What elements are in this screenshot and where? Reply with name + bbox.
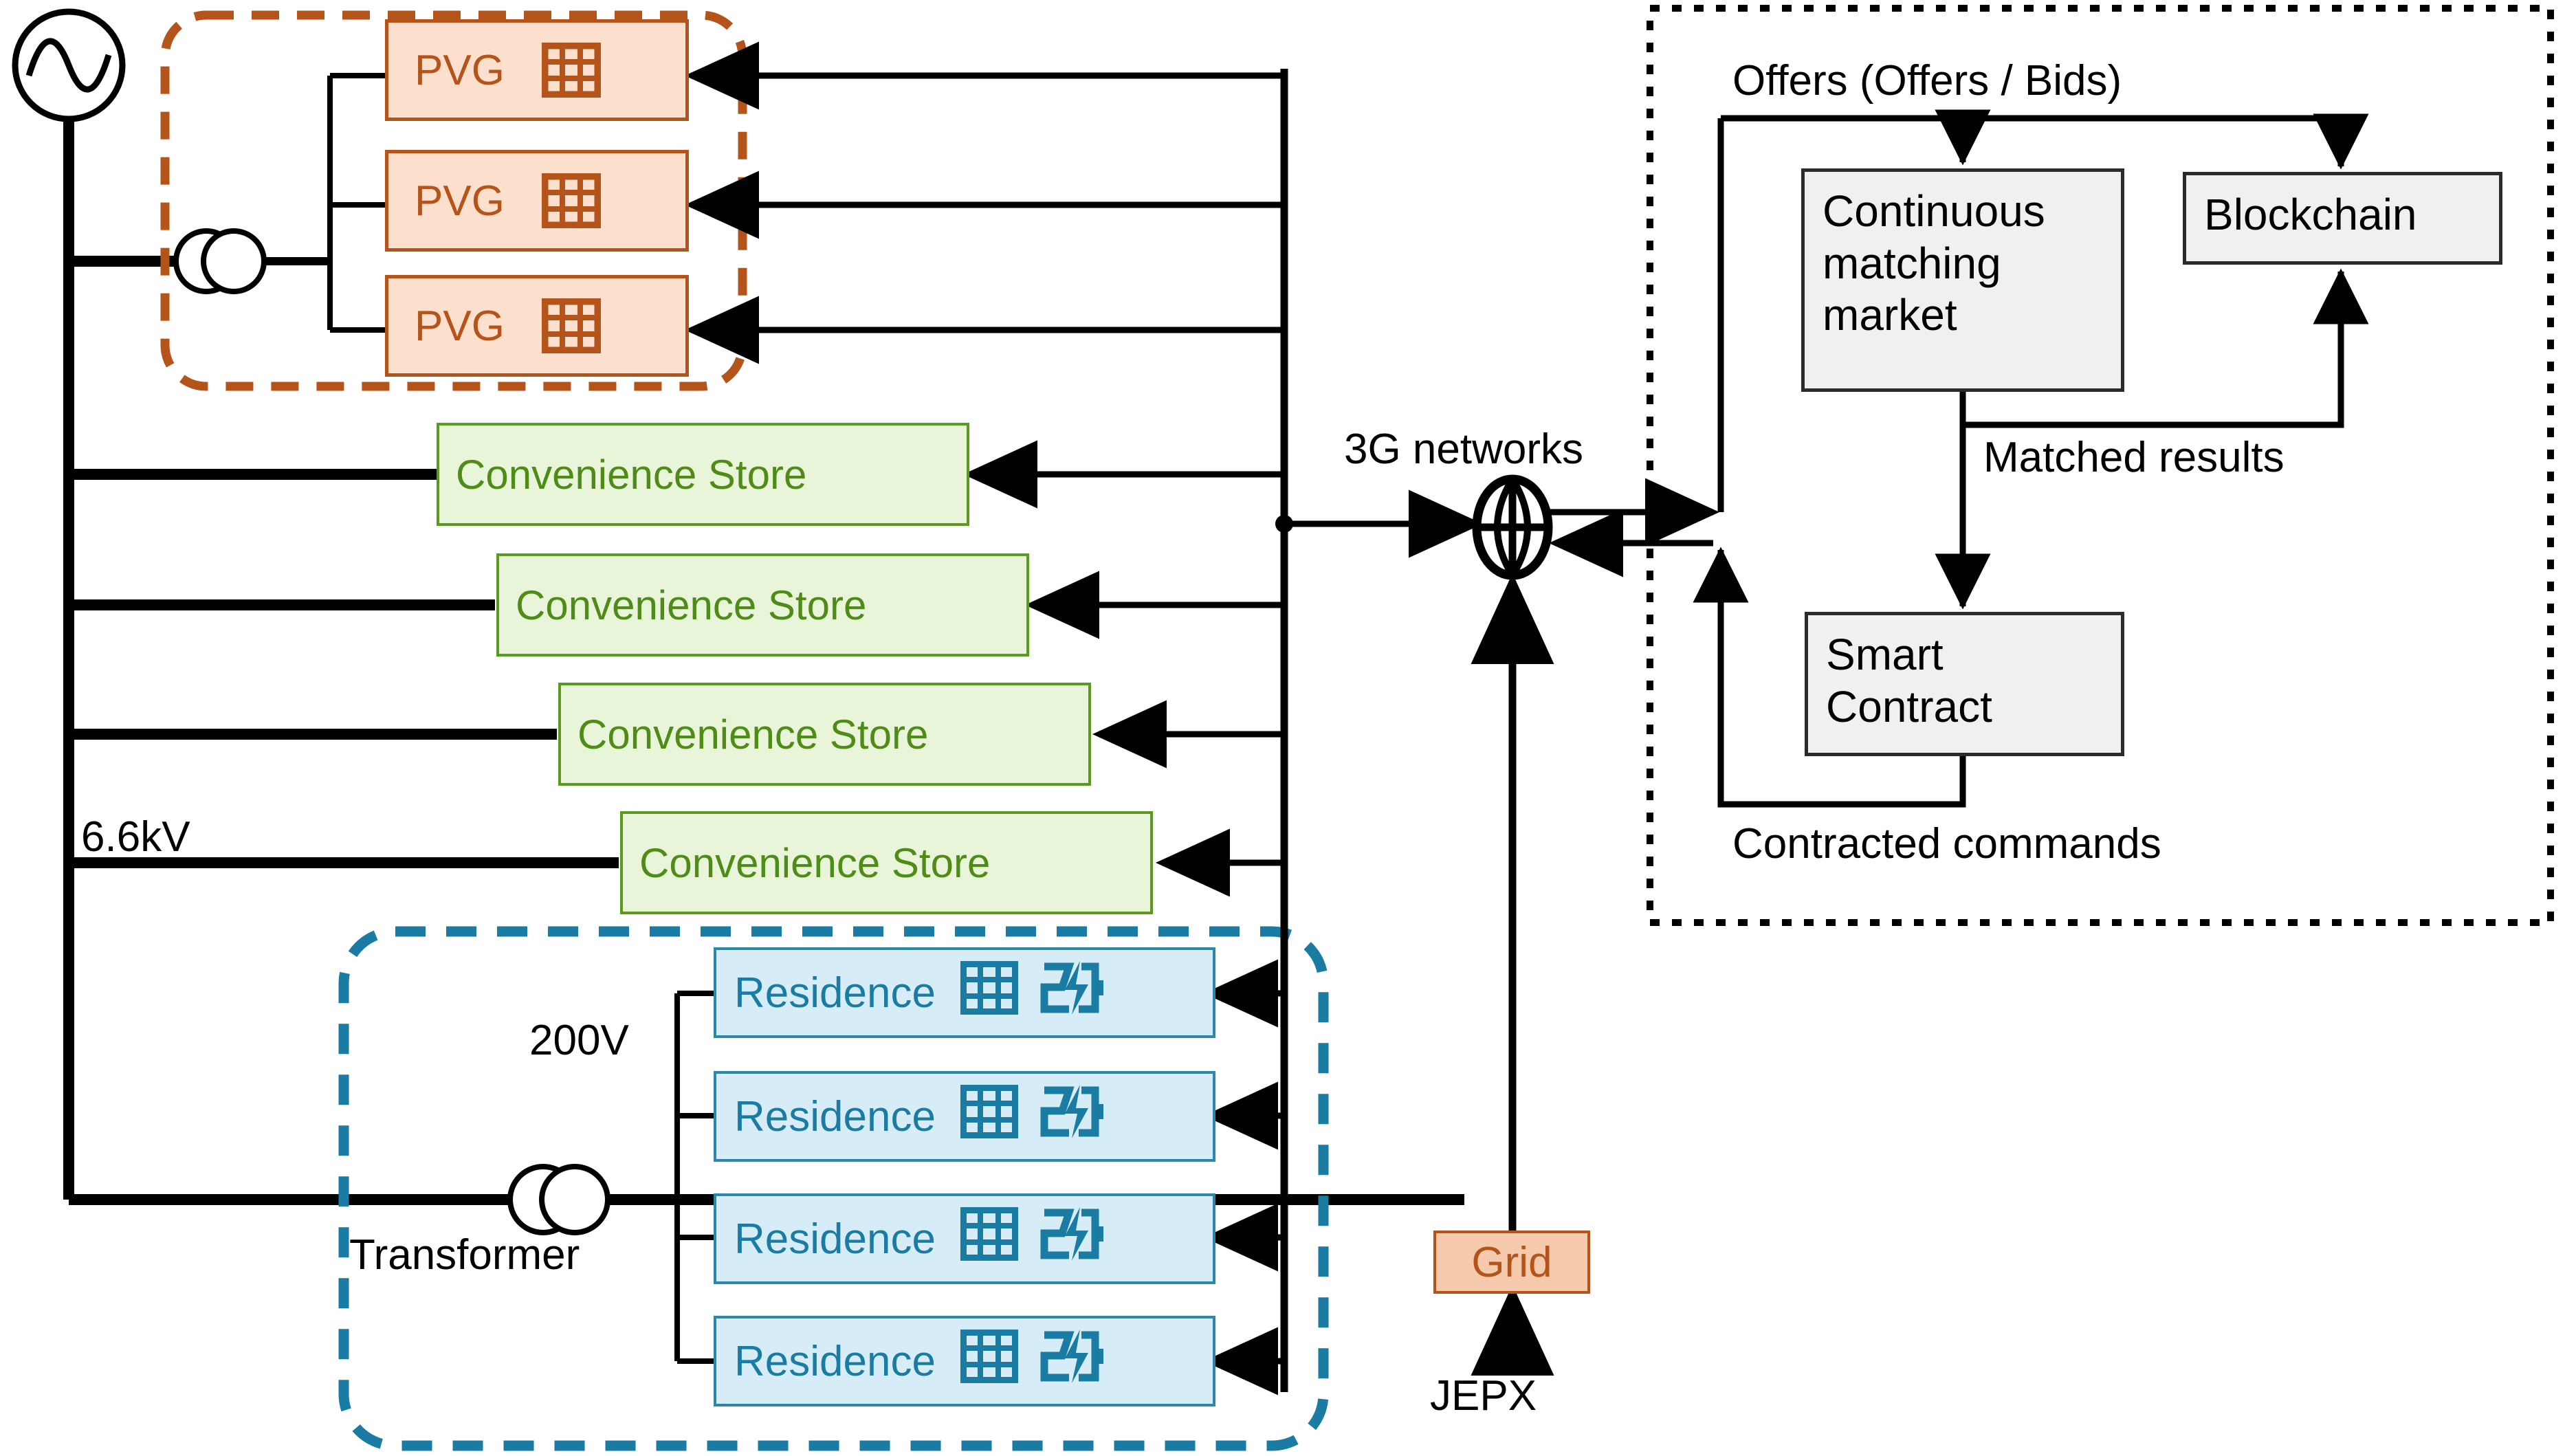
voltage-lv-label: 200V (529, 1017, 629, 1064)
convenience-store-1[interactable]: Convenience Store (437, 423, 969, 526)
convenience-store-2[interactable]: Convenience Store (496, 553, 1029, 657)
blockchain-box[interactable]: Blockchain (2183, 172, 2502, 265)
store-label: Convenience Store (577, 711, 929, 758)
residence-1[interactable]: Residence (714, 947, 1215, 1038)
battery-charge-icon (1039, 1084, 1106, 1149)
solar-panel-icon (541, 43, 601, 98)
battery-charge-icon (1039, 1206, 1106, 1271)
pvg-label: PVG (415, 46, 505, 94)
blockchain-label: Blockchain (2204, 190, 2417, 239)
grid-box[interactable]: Grid (1433, 1231, 1590, 1294)
jepx-label: JEPX (1430, 1372, 1537, 1420)
offers-label: Offers (Offers / Bids) (1732, 57, 2122, 104)
link-contracted-commands (1693, 547, 1966, 808)
smart-contract-label: Smart Contract (1826, 630, 1992, 731)
store-label: Convenience Store (456, 451, 807, 498)
matched-results-label: Matched results (1983, 434, 2285, 481)
pvg-unit-3[interactable]: PVG (385, 275, 689, 377)
globe-icon (1472, 474, 1553, 580)
transformer-label: Transformer (349, 1231, 580, 1279)
pvg-label: PVG (415, 302, 505, 350)
solar-panel-icon (959, 1083, 1019, 1149)
store-label: Convenience Store (516, 582, 867, 628)
contracted-commands-label: Contracted commands (1732, 820, 2161, 868)
residence-label: Residence (734, 1337, 936, 1385)
solar-panel-icon (541, 298, 601, 353)
ac-source-icon (12, 8, 126, 122)
link-market-to-blockchain (1963, 268, 2369, 428)
residence-3[interactable]: Residence (714, 1193, 1215, 1284)
continuous-matching-market-label: Continuous matching market (1823, 186, 2045, 340)
pvg-unit-2[interactable]: PVG (385, 150, 689, 252)
residence-2[interactable]: Residence (714, 1071, 1215, 1162)
transformer-icon-lv (507, 1164, 610, 1235)
continuous-matching-market-box[interactable]: Continuous matching market (1801, 168, 2124, 392)
battery-charge-icon (1039, 1329, 1106, 1393)
market-panel-boundary (1647, 5, 2554, 926)
residence-label: Residence (734, 1092, 936, 1140)
solar-panel-icon (959, 1328, 1019, 1393)
convenience-store-4[interactable]: Convenience Store (620, 811, 1153, 914)
convenience-store-3[interactable]: Convenience Store (558, 683, 1091, 786)
smart-contract-box[interactable]: Smart Contract (1805, 612, 2124, 756)
network-label: 3G networks (1344, 426, 1584, 473)
battery-charge-icon (1039, 960, 1106, 1025)
residence-label: Residence (734, 1215, 936, 1263)
solar-panel-icon (541, 173, 601, 228)
transformer-icon-pv (173, 228, 267, 294)
solar-panel-icon (959, 960, 1019, 1025)
store-label: Convenience Store (639, 839, 991, 886)
solar-panel-icon (959, 1206, 1019, 1271)
pvg-label: PVG (415, 177, 505, 225)
grid-label: Grid (1471, 1238, 1552, 1286)
comm-bus-junction (1275, 515, 1293, 533)
residence-4[interactable]: Residence (714, 1316, 1215, 1407)
voltage-hv-label: 6.6kV (81, 813, 190, 861)
residence-label: Residence (734, 969, 936, 1017)
residence-group-boundary (338, 926, 1329, 1451)
pvg-unit-1[interactable]: PVG (385, 19, 689, 121)
